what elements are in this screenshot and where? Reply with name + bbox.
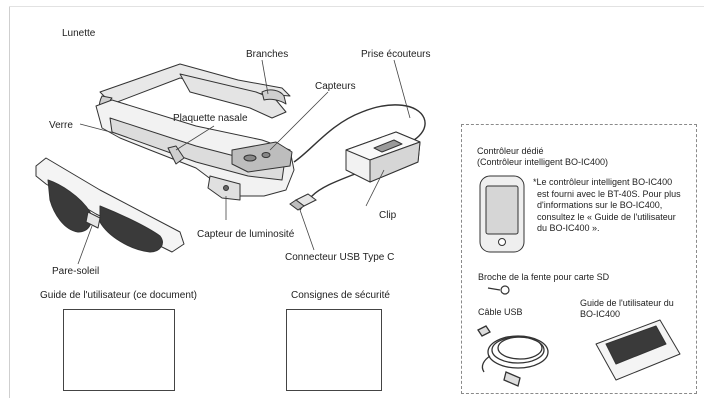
label-capteur-luminosite: Capteur de luminosité <box>197 229 295 240</box>
clip-box-illustration <box>345 131 421 183</box>
guide-utilisateur-document <box>63 309 175 391</box>
page-border-top <box>9 6 704 7</box>
label-pare-soleil: Pare-soleil <box>52 266 100 277</box>
usb-connector-illustration <box>289 193 317 211</box>
label-usb-cable: Câble USB <box>478 307 523 317</box>
label-capteurs: Capteurs <box>315 81 356 92</box>
label-plaquette-nasale: Plaquette nasale <box>173 113 248 124</box>
label-guide-bo-line2: BO-IC400 <box>580 309 621 319</box>
controller-note: *Le contrôleur intelligent BO-IC400 est … <box>533 177 693 235</box>
note-line-5: du BO-IC400 ». <box>537 223 600 233</box>
controller-title-line2: (Contrôleur intelligent BO-IC400) <box>477 157 609 167</box>
label-guide-bo-line1: Guide de l'utilisateur du <box>580 298 674 308</box>
label-connecteur-usb: Connecteur USB Type C <box>285 252 395 263</box>
label-prise-ecouteurs: Prise écouteurs <box>361 49 431 60</box>
page-border-left <box>9 6 10 398</box>
usb-cable-coil-illustration <box>477 325 549 387</box>
note-line-2: est fourni avec le BT-40S. Pour plus <box>537 188 681 199</box>
label-consignes-securite: Consignes de sécurité <box>291 290 390 301</box>
controller-illustration <box>479 175 525 253</box>
note-line-4: consultez le « Guide de l'utilisateur <box>537 211 676 222</box>
note-line-3: d'informations sur le BO-IC400, <box>537 200 663 210</box>
note-line-1: *Le contrôleur intelligent BO-IC400 <box>533 177 673 187</box>
glasses-unit-illustration <box>95 63 295 201</box>
label-lunette: Lunette <box>62 28 96 39</box>
sd-pin-illustration <box>487 285 510 295</box>
consignes-securite-document <box>286 309 382 391</box>
label-sd-pin: Broche de la fente pour carte SD <box>478 272 610 282</box>
bo-ic400-guide-illustration <box>595 319 681 381</box>
controller-contents-box <box>461 124 697 394</box>
label-guide-utilisateur: Guide de l'utilisateur (ce document) <box>40 290 197 301</box>
leader-lines <box>77 59 411 265</box>
label-verre: Verre <box>49 120 73 131</box>
label-branches: Branches <box>246 49 289 60</box>
controller-title-line1: Contrôleur dédié <box>477 146 544 156</box>
label-clip: Clip <box>379 210 397 221</box>
sunshade-illustration <box>35 157 185 253</box>
